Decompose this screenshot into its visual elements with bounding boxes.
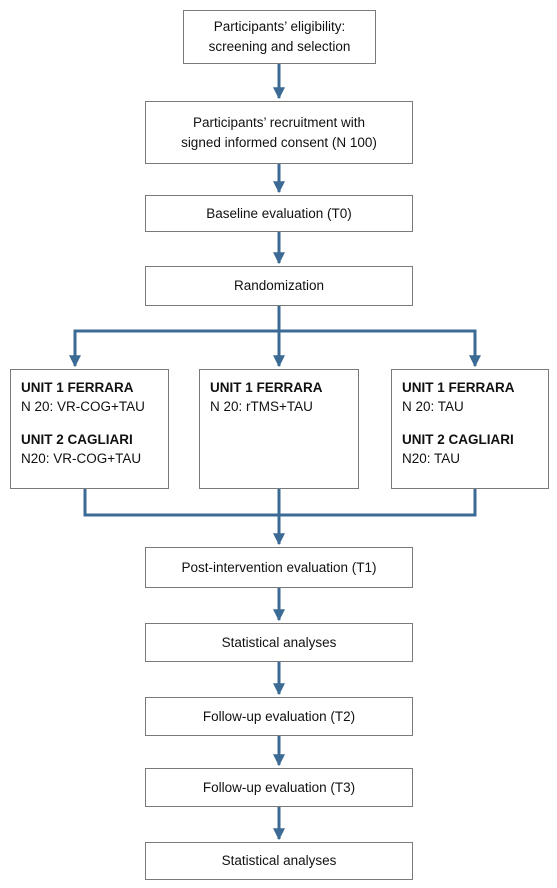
followup-t3-label: Follow-up evaluation (T3) [202, 779, 356, 795]
post-intervention-label: Post-intervention evaluation (T1) [181, 559, 377, 575]
followup-t2-label: Follow-up evaluation (T2) [202, 708, 356, 724]
recruitment-line1: Participants’ recruitment with [192, 114, 366, 130]
eligibility-line2: screening and selection [208, 39, 351, 54]
group-box-3: UNIT 1 FERRARA N 20: TAU UNIT 2 CAGLIARI… [391, 369, 549, 489]
group-3-unit-2-name: UNIT 2 CAGLIARI [402, 432, 514, 447]
group-box-2: UNIT 1 FERRARA N 20: rTMS+TAU [199, 369, 359, 489]
followup-t2-box: Follow-up evaluation (T2) [145, 697, 413, 736]
group-1-unit-2-detail: N20: VR-COG+TAU [21, 451, 142, 466]
group-2-unit-1-name: UNIT 1 FERRARA [210, 380, 323, 395]
recruitment-box: Participants’ recruitment with signed in… [145, 101, 413, 164]
line-branch-horizontal [73, 329, 477, 352]
baseline-box: Baseline evaluation (T0) [145, 195, 413, 232]
group-1-unit-1-detail: N 20: VR-COG+TAU [21, 399, 145, 414]
post-intervention-box: Post-intervention evaluation (T1) [145, 547, 413, 588]
followup-t3-box: Follow-up evaluation (T3) [145, 768, 413, 807]
stats2-label: Statistical analyses [221, 853, 337, 868]
eligibility-line1: Participants’ eligibility: [213, 19, 346, 34]
group-1-unit-1-name: UNIT 1 FERRARA [21, 380, 134, 395]
stats1-label: Statistical analyses [221, 634, 337, 650]
stats1-box: Statistical analyses [145, 623, 413, 662]
group-3-unit-2-detail: N20: TAU [402, 451, 461, 466]
randomization-label: Randomization [233, 278, 325, 293]
group-box-1: UNIT 1 FERRARA N 20: VR-COG+TAU UNIT 2 C… [10, 369, 169, 489]
group-1-unit-2-name: UNIT 2 CAGLIARI [21, 432, 133, 447]
randomization-box: Randomization [145, 266, 413, 306]
eligibility-box: Participants’ eligibility: screening and… [183, 10, 376, 64]
stats2-box: Statistical analyses [145, 842, 413, 880]
group-3-unit-1-name: UNIT 1 FERRARA [402, 380, 515, 395]
recruitment-line2: signed informed consent (N 100) [181, 134, 377, 150]
baseline-label: Baseline evaluation (T0) [206, 205, 352, 221]
group-2-unit-1-detail: N 20: rTMS+TAU [210, 399, 313, 414]
group-3-unit-1-detail: N 20: TAU [402, 399, 464, 414]
